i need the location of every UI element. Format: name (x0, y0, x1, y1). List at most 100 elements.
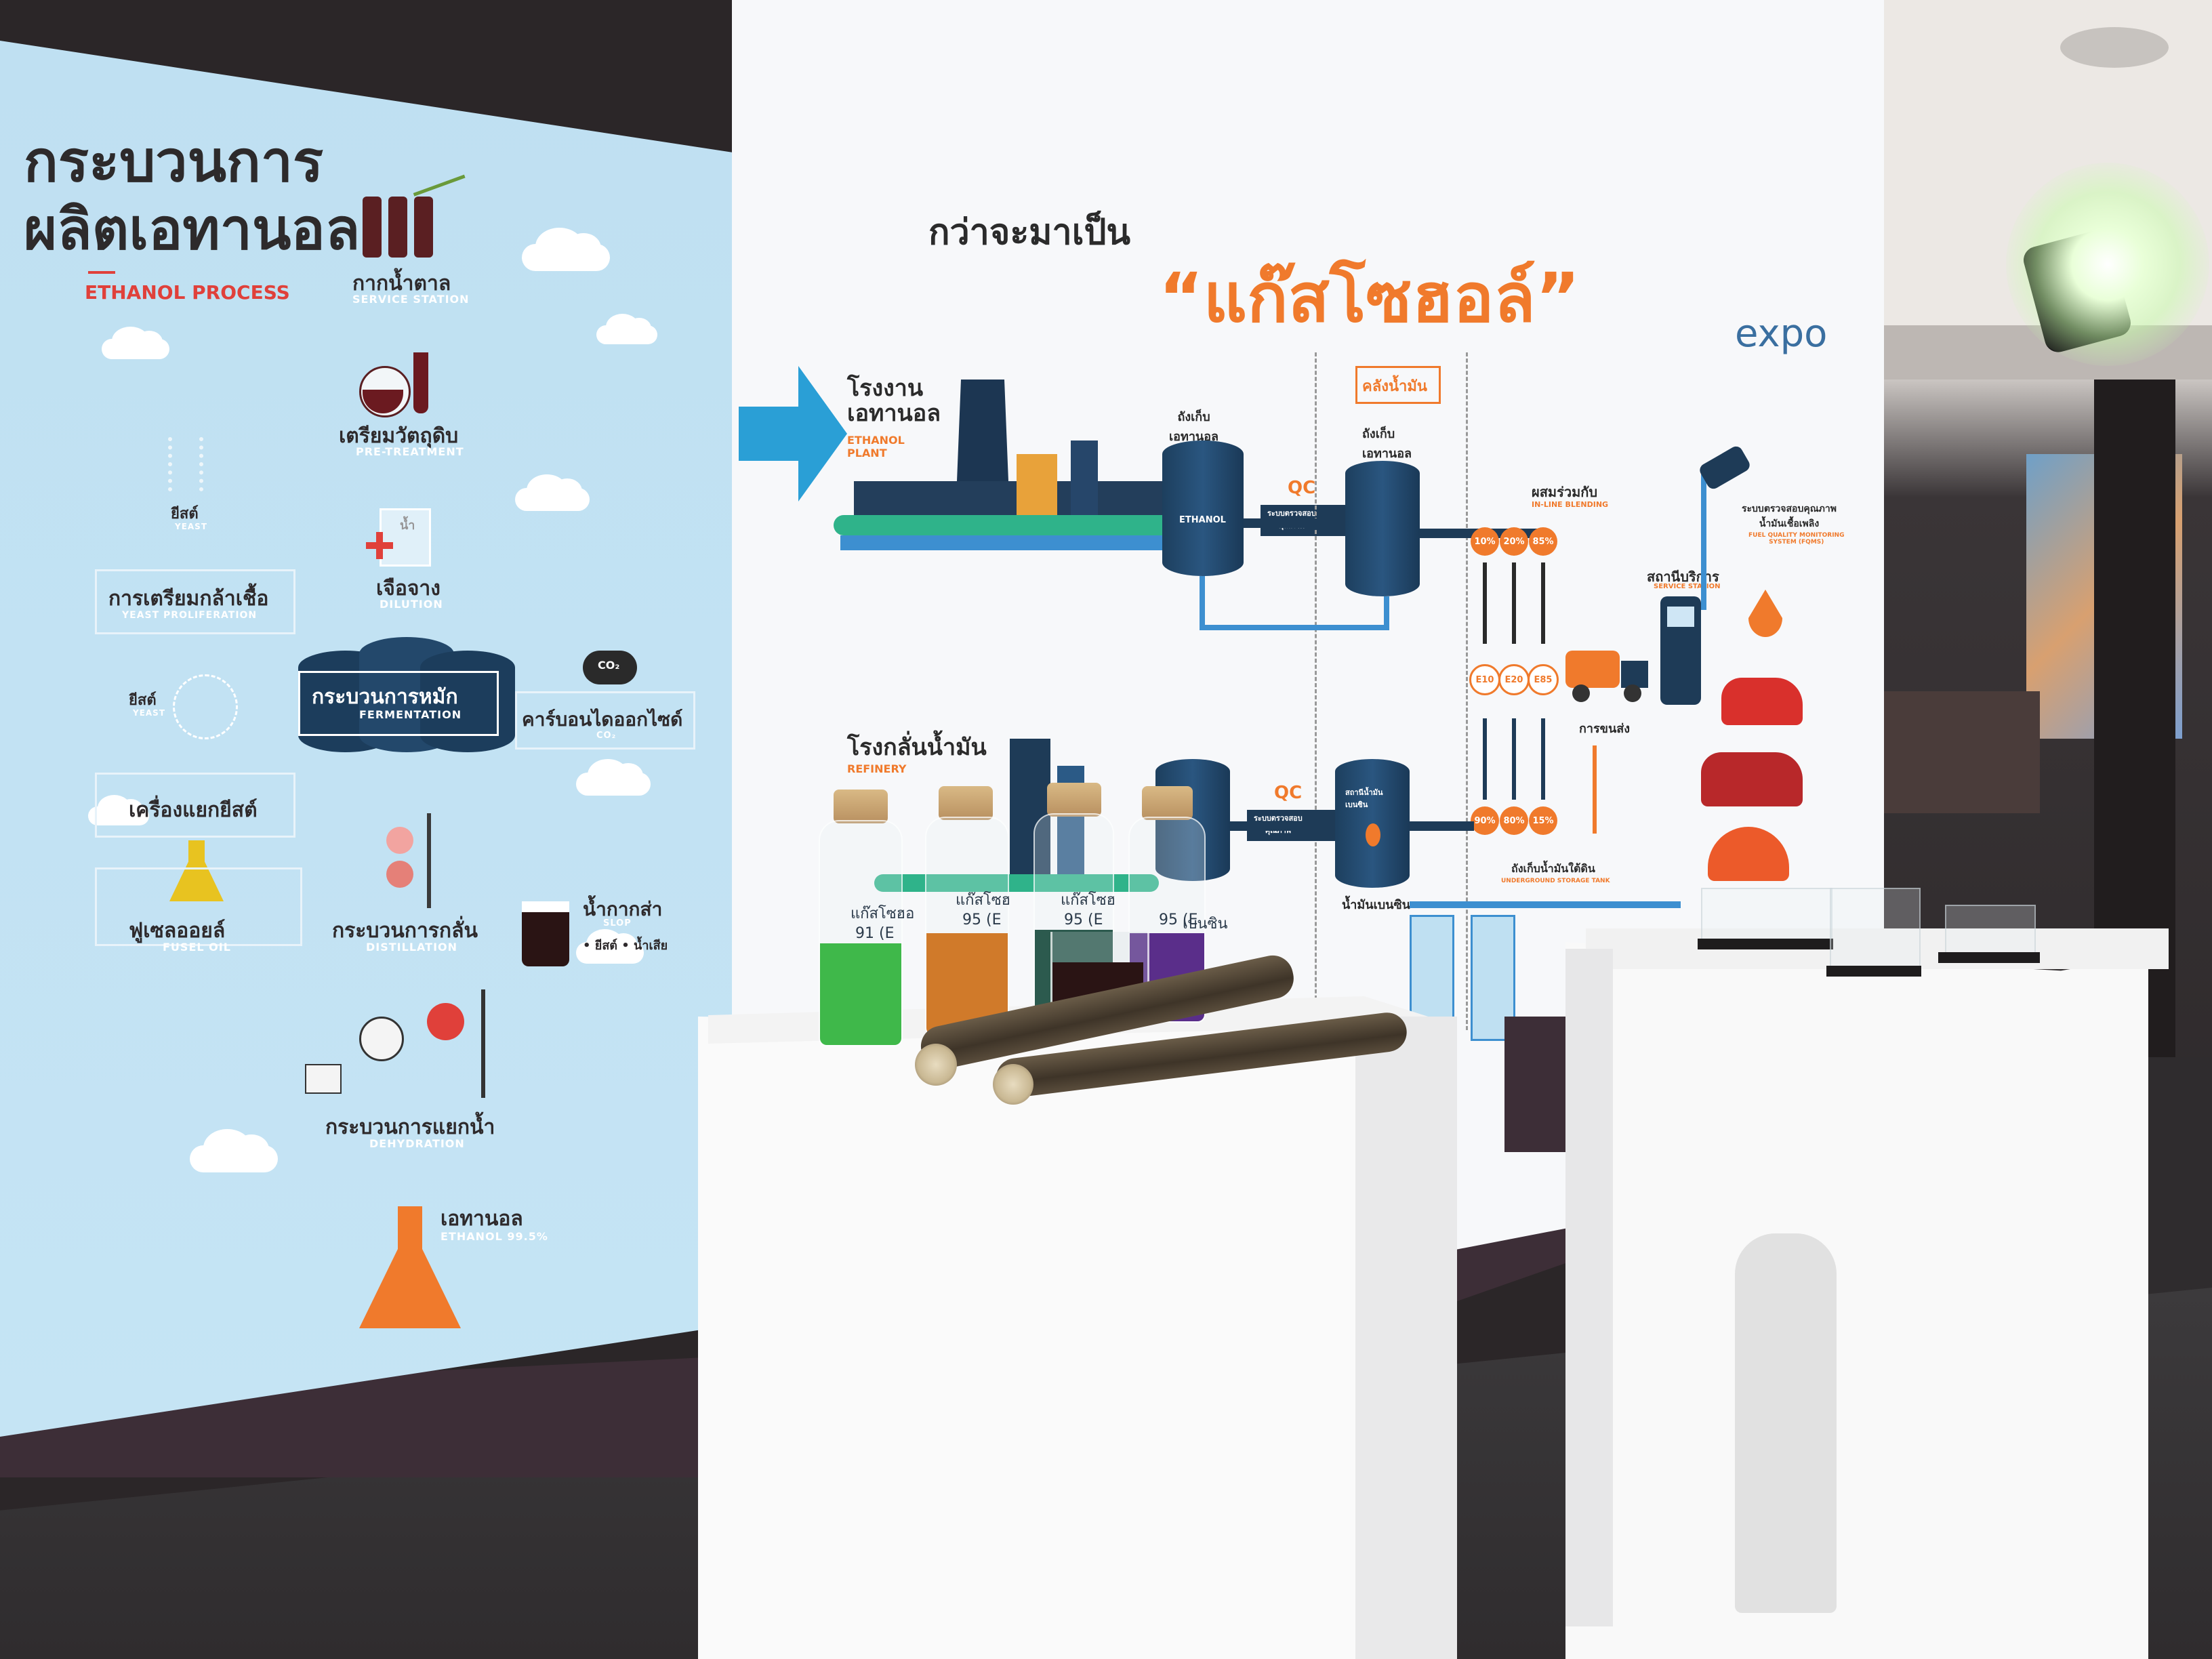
fuel-pump-display (1667, 607, 1694, 627)
bottle-gasohol-95-orange (925, 817, 1009, 1036)
headline-prefix: กว่าจะมาเป็น (928, 212, 1131, 253)
ethanol-plant-illustration (834, 380, 1213, 556)
tank1-word: ETHANOL (1179, 515, 1226, 525)
ethanol-tank-2 (1345, 461, 1420, 596)
panel-title-line1: กระบวนการ (24, 128, 324, 194)
bottle-2-grade: 95 (E (962, 912, 1002, 928)
step-yeast-en: YEAST (175, 522, 208, 531)
step-fusel-en: FUSEL OIL (163, 941, 231, 954)
arrow-up (1512, 718, 1516, 800)
pipe (1230, 821, 1338, 831)
bottle-1-grade: 91 (E (855, 925, 895, 942)
gasoline-tank-text: สถานีน้ำมัน เบนซิน (1345, 788, 1383, 809)
ratio-top-1: 10% (1471, 527, 1499, 556)
expo-logo: expo (1735, 312, 1828, 356)
pedestal-left-front (698, 1017, 1457, 1659)
return-pipe (1200, 625, 1389, 630)
depot-label: คลังน้ำมัน (1362, 378, 1427, 395)
step-dehydration-en: DEHYDRATION (369, 1137, 465, 1150)
gasoline-label: น้ำมันเบนซิน (1342, 898, 1410, 912)
arrow-up (1483, 718, 1487, 800)
ethanol-plant-en: ETHANOL PLANT (847, 434, 905, 459)
step-slop-en: SLOP (603, 918, 632, 928)
bottle-1-label: แก๊สโซฮอ (851, 905, 915, 922)
quality-label-text: ระบบตรวจสอบคุณภาพ น้ำมันเชื้อเพลิง (1742, 504, 1837, 529)
water-beaker-icon (380, 508, 431, 567)
title-underline (88, 271, 115, 274)
step-fusel: ฟูเซลออยล์ (129, 919, 226, 943)
arrow-down (1541, 562, 1545, 644)
flow-line (515, 691, 695, 750)
display-case (1830, 888, 1921, 972)
depot-dashed-border (1315, 352, 1468, 1030)
ratio-bottom-1: 90% (1471, 806, 1499, 835)
bottle-3-label: แก๊สโซฮ (1061, 892, 1116, 909)
tank1-label-text: ถังเก็บ เอทานอล (1169, 410, 1219, 444)
station-label-en: SERVICE STATION (1654, 583, 1721, 590)
tank2-label-text: ถังเก็บ เอทานอล (1362, 427, 1412, 461)
bottle-gasohol-91 (819, 820, 903, 1046)
refinery-label: โรงกลั่นน้ำมัน (847, 734, 987, 761)
blending-label: ผสมร่วมกับ (1532, 484, 1598, 500)
tank2-label: ถังเก็บ เอทานอล (1362, 424, 1412, 463)
bottle-2-label: แก๊สโซฮ (956, 892, 1011, 909)
yeast-cell-icon (173, 674, 238, 739)
step-ethanol: เอทานอล (441, 1207, 523, 1231)
car-beetle-icon (1708, 827, 1789, 881)
pipe (1410, 821, 1474, 831)
pipe (1244, 518, 1345, 528)
step-dehydration: กระบวนการแยกน้ำ (325, 1115, 495, 1139)
transport-arrow (1593, 745, 1597, 834)
ceiling-vent (2060, 27, 2169, 68)
return-pipe (1200, 576, 1205, 630)
refinery-label-en: REFINERY (847, 762, 907, 775)
bottle-4-grade: 95 (E (1159, 912, 1198, 928)
car-suv-icon (1701, 752, 1803, 806)
step-yeast-proliferation-en: YEAST PROLIFERATION (122, 610, 258, 621)
ethanol-tank-1 (1162, 441, 1244, 576)
step-dilution: เจือจาง (376, 577, 441, 600)
depot-tag (1355, 366, 1441, 404)
underground-label-en: UNDERGROUND STORAGE TANK (1501, 878, 1610, 884)
step-co2-en: CO₂ (596, 731, 617, 741)
step-molasses: กากน้ำตาล (352, 272, 451, 295)
step-yeast-2: ยีสต์ (129, 692, 157, 709)
panel-title-en: ETHANOL PROCESS (85, 281, 290, 304)
arrow-down (1483, 562, 1487, 644)
ratio-top-3: 85% (1529, 527, 1557, 556)
step-slop: น้ำกากส่า (583, 898, 663, 920)
display-case-base (1938, 952, 2040, 963)
step-distillation-en: DISTILLATION (366, 941, 458, 954)
step-pretreatment: เตรียมวัตถุดิบ (339, 424, 459, 448)
qc-label: QC (1288, 478, 1316, 498)
step-molasses-en: SERVICE STATION (352, 293, 470, 306)
quality-label: ระบบตรวจสอบคุณภาพ น้ำมันเชื้อเพลิง (1742, 501, 1837, 531)
pedestal-right-front (1565, 942, 2148, 1659)
step-dilution-en: DILUTION (380, 598, 443, 611)
cloud (190, 1129, 278, 1172)
cloud (522, 228, 610, 271)
qc2-label: QC (1274, 783, 1303, 803)
step-fermentation-en: FERMENTATION (359, 708, 462, 721)
bottle-liquid-green (820, 943, 901, 1045)
step-ethanol-en: ETHANOL 99.5% (441, 1230, 548, 1243)
quality-label-en: FUEL QUALITY MONITORING SYSTEM (FQMS) (1748, 532, 1844, 546)
ratio-top-2: 20% (1500, 527, 1528, 556)
flow-line (95, 569, 295, 634)
bottle-cork (1142, 786, 1193, 820)
arrow-right-icon (739, 366, 847, 501)
co2-symbol: CO₂ (598, 659, 620, 672)
truck-icon (1565, 644, 1654, 705)
display-case-base (1698, 939, 1833, 949)
arrow-up (1541, 718, 1545, 800)
pedestal-right-side (1565, 949, 1613, 1626)
ratio-bottom-2: 80% (1500, 806, 1528, 835)
step-pretreatment-en: PRE-TREATMENT (356, 445, 464, 458)
display-case-base (1826, 966, 1921, 977)
step-yeast: ยีสต์ (171, 506, 199, 523)
tank1-label: ถังเก็บ เอทานอล (1169, 407, 1218, 446)
return-pipe (1384, 596, 1389, 630)
molasses-icon (363, 174, 475, 258)
bottle-cork (834, 790, 888, 823)
